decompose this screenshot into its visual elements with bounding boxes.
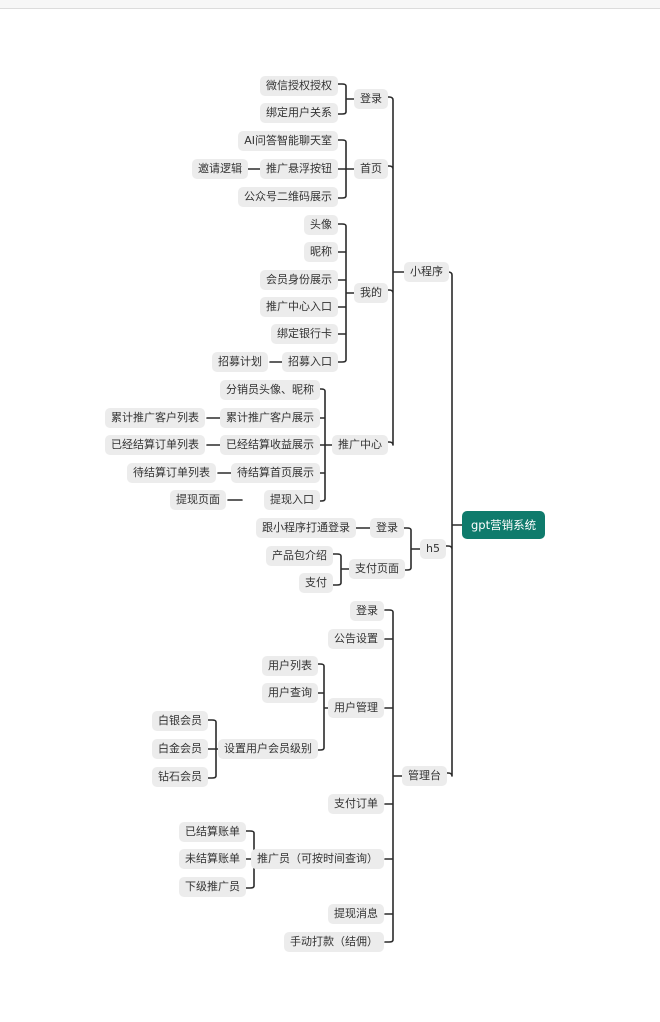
admin-user-mgmt[interactable]: 用户管理 [328, 698, 384, 718]
promo-withdraw-page[interactable]: 提现页面 [170, 490, 226, 510]
root-node[interactable]: gpt营销系统 [462, 511, 546, 539]
mine-promo-center-entry[interactable]: 推广中心入口 [260, 297, 338, 317]
promo-settled-order-list[interactable]: 已经结算订单列表 [105, 435, 205, 455]
admin-pay-orders[interactable]: 支付订单 [328, 794, 384, 814]
mine-nickname[interactable]: 昵称 [304, 242, 338, 262]
mini-home[interactable]: 首页 [354, 159, 388, 179]
promoter-unsettled-bills[interactable]: 未结算账单 [179, 849, 246, 869]
level-platinum[interactable]: 白金会员 [152, 739, 208, 759]
promoter-sub-promoters[interactable]: 下级推广员 [179, 877, 246, 897]
promo-total-customers[interactable]: 累计推广客户展示 [220, 408, 320, 428]
mine-recruit-plan[interactable]: 招募计划 [212, 352, 268, 372]
promo-customer-list[interactable]: 累计推广客户列表 [105, 408, 205, 428]
h5-login-sync[interactable]: 跟小程序打通登录 [256, 518, 356, 538]
top-toolbar-strip [0, 0, 660, 9]
promo-settled-income[interactable]: 已经结算收益展示 [220, 435, 320, 455]
branch-miniprogram[interactable]: 小程序 [404, 262, 449, 282]
h5-pay-page[interactable]: 支付页面 [349, 559, 405, 579]
h5-product-intro[interactable]: 产品包介绍 [266, 546, 333, 566]
h5-login[interactable]: 登录 [370, 518, 404, 538]
promo-avatar-nickname[interactable]: 分销员头像、昵称 [220, 380, 320, 400]
home-invite-logic[interactable]: 邀请逻辑 [192, 159, 248, 179]
mini-promo-center[interactable]: 推广中心 [332, 435, 388, 455]
promoter-settled-bills[interactable]: 已结算账单 [179, 822, 246, 842]
mini-login[interactable]: 登录 [354, 89, 388, 109]
h5-pay[interactable]: 支付 [299, 573, 333, 593]
home-ai-chat[interactable]: AI问答智能聊天室 [238, 131, 338, 151]
user-query[interactable]: 用户查询 [262, 683, 318, 703]
mini-login-wechat-auth[interactable]: 微信授权授权 [260, 76, 338, 96]
promo-withdraw-entry[interactable]: 提现入口 [264, 490, 320, 510]
user-list[interactable]: 用户列表 [262, 656, 318, 676]
admin-login[interactable]: 登录 [350, 601, 384, 621]
user-set-level[interactable]: 设置用户会员级别 [218, 739, 318, 759]
mine-bind-bank-card[interactable]: 绑定银行卡 [271, 324, 338, 344]
admin-promoter[interactable]: 推广员（可按时间查询） [251, 849, 384, 869]
mini-login-bind-relation[interactable]: 绑定用户关系 [260, 103, 338, 123]
level-silver[interactable]: 白银会员 [152, 711, 208, 731]
mine-avatar[interactable]: 头像 [304, 215, 338, 235]
home-float-button[interactable]: 推广悬浮按钮 [260, 159, 338, 179]
admin-withdraw-msg[interactable]: 提现消息 [328, 904, 384, 924]
branch-h5[interactable]: h5 [420, 539, 446, 559]
branch-admin[interactable]: 管理台 [402, 766, 447, 786]
mine-recruit-entry[interactable]: 招募入口 [282, 352, 338, 372]
promo-pending-home[interactable]: 待结算首页展示 [231, 463, 320, 483]
admin-announcement[interactable]: 公告设置 [328, 629, 384, 649]
mine-member-identity[interactable]: 会员身份展示 [260, 270, 338, 290]
level-diamond[interactable]: 钻石会员 [152, 767, 208, 787]
mini-mine[interactable]: 我的 [354, 283, 388, 303]
home-qr-code[interactable]: 公众号二维码展示 [238, 187, 338, 207]
promo-pending-order-list[interactable]: 待结算订单列表 [127, 463, 216, 483]
admin-manual-payout[interactable]: 手动打款（结佣） [284, 932, 384, 952]
